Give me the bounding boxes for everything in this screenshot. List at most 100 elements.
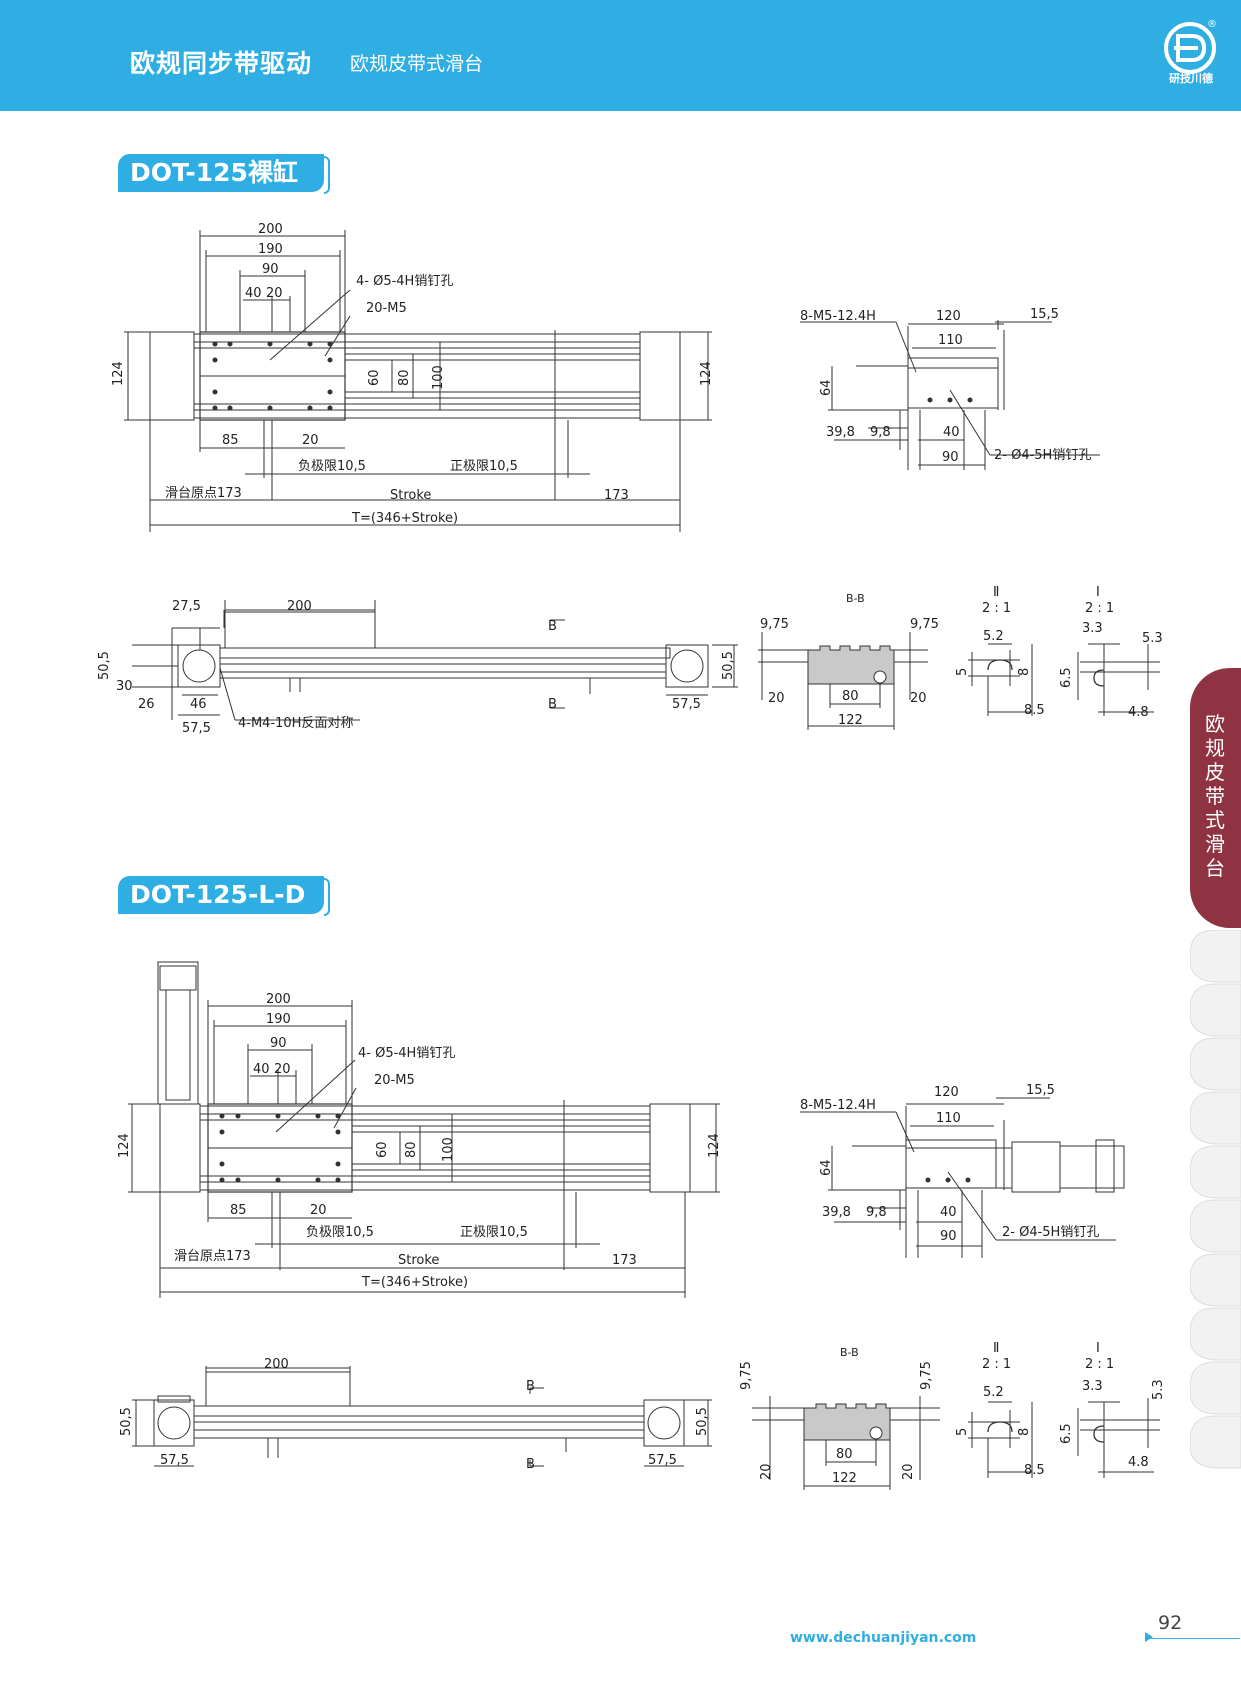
detail-i-1 <box>1077 643 1160 716</box>
section-bb-2-labels: B-B 9,75 9,75 20 20 80 122 <box>739 1346 934 1486</box>
dim-20: 20 <box>266 286 283 301</box>
section-title-2: DOT-125-L-D <box>118 876 324 914</box>
dim-80: 80 <box>836 1447 853 1462</box>
dim-50-5-left: 50,5 <box>119 1407 134 1436</box>
dim-60: 60 <box>375 1141 390 1158</box>
section-bb-1-labels: B-B 9,75 9,75 20 20 80 122 <box>760 592 939 728</box>
dim-85: 85 <box>222 433 239 448</box>
dim-3-3: 3.3 <box>1082 1379 1103 1394</box>
dim-39-8: 39,8 <box>826 425 855 440</box>
detail-ii-scale: 2 : 1 <box>982 1357 1011 1372</box>
dim-110: 110 <box>938 333 963 348</box>
end-view-1 <box>800 320 1100 470</box>
dim-20-left: 20 <box>759 1463 774 1480</box>
dim-5-3: 5.3 <box>1142 631 1163 646</box>
dim-9-75-left: 9,75 <box>739 1361 754 1390</box>
b-mark-bottom: B <box>548 697 557 712</box>
dim-20-left: 20 <box>768 691 785 706</box>
dim-39-8: 39,8 <box>822 1205 851 1220</box>
neg-limit-label: 负极限10,5 <box>298 459 366 474</box>
drawing-set-1: 200 190 90 40 20 4- Ø5-4H销钉孔 20-M5 124 1… <box>97 222 1163 736</box>
b-mark-bottom: B <box>526 1457 535 1472</box>
dim-64: 64 <box>819 379 834 396</box>
dim-122: 122 <box>838 713 863 728</box>
page-number: 92 <box>1158 1612 1183 1634</box>
dim-20: 20 <box>274 1062 291 1077</box>
b-mark-top: B <box>526 1379 535 1394</box>
header-subtitle: 欧规皮带式滑台 <box>350 53 484 75</box>
detail-ii-scale: 2 : 1 <box>982 601 1011 616</box>
detail-ii-1 <box>968 643 1033 716</box>
dim-30: 30 <box>116 679 133 694</box>
dim-124-right: 124 <box>707 1133 722 1158</box>
dim-9-75-left: 9,75 <box>760 617 789 632</box>
detail-ii-title: Ⅱ <box>993 585 999 600</box>
section-bb-title: B-B <box>846 592 865 605</box>
detail-i-1-labels: Ⅰ 2 : 1 3.3 5.3 6.5 4.8 <box>1059 585 1163 720</box>
dim-20-right: 20 <box>901 1463 916 1480</box>
dim-5-3: 5.3 <box>1151 1379 1166 1400</box>
drawing-set-2: 200 190 90 40 20 4- Ø5-4H销钉孔 20-M5 124 1… <box>117 961 1166 1490</box>
dim-124-left: 124 <box>111 361 126 386</box>
dim-6-5: 6.5 <box>1059 667 1074 688</box>
dim-8: 8 <box>1017 668 1032 676</box>
holes-label: 4-M4-10H反面对称 <box>238 716 353 731</box>
side-view-2 <box>132 1366 712 1467</box>
dim-173: 173 <box>604 488 629 503</box>
origin-label: 滑台原点173 <box>174 1249 251 1264</box>
dim-9-75-right: 9,75 <box>910 617 939 632</box>
origin-label: 滑台原点173 <box>165 486 242 501</box>
dim-15-5: 15,5 <box>1030 307 1059 322</box>
dim-100: 100 <box>431 365 446 390</box>
dim-15-5: 15,5 <box>1026 1083 1055 1098</box>
website-link[interactable]: www.dechuanjiyan.com <box>790 1630 977 1646</box>
dim-4-8: 4.8 <box>1128 705 1149 720</box>
dim-60: 60 <box>367 369 382 386</box>
pins-label: 2- Ø4-5H销钉孔 <box>994 448 1091 463</box>
dim-26: 26 <box>138 697 155 712</box>
section-bb-1 <box>758 632 928 730</box>
dim-9-8: 9,8 <box>870 425 891 440</box>
dim-80: 80 <box>842 689 859 704</box>
total-length-label: T=(346+Stroke) <box>351 511 458 526</box>
dim-90: 90 <box>940 1229 957 1244</box>
dim-50-5-right: 50,5 <box>721 651 736 680</box>
dim-20-right: 20 <box>910 691 927 706</box>
detail-i-scale: 2 : 1 <box>1085 1357 1114 1372</box>
dim-80: 80 <box>397 369 412 386</box>
section-title-1: DOT-125裸缸 <box>118 154 324 192</box>
dim-190: 190 <box>266 1012 291 1027</box>
pulley-left-icon <box>157 1406 191 1440</box>
dim-5: 5 <box>955 1428 970 1436</box>
pins-label: 2- Ø4-5H销钉孔 <box>1002 1225 1099 1240</box>
stroke-label: Stroke <box>398 1253 439 1268</box>
pin-holes-label: 4- Ø5-4H销钉孔 <box>356 274 453 289</box>
dim-57-5-right: 57,5 <box>672 697 701 712</box>
dim-40: 40 <box>940 1205 957 1220</box>
dim-5: 5 <box>955 668 970 676</box>
pos-limit-label: 正极限10,5 <box>450 459 518 474</box>
m5-label: 20-M5 <box>374 1073 415 1088</box>
pin-holes-label: 4- Ø5-4H销钉孔 <box>358 1046 455 1061</box>
dim-27-5: 27,5 <box>172 599 201 614</box>
dim-122: 122 <box>832 1471 857 1486</box>
pulley-right-icon <box>647 1406 681 1440</box>
dim-85: 85 <box>230 1203 247 1218</box>
dim-200: 200 <box>266 992 291 1007</box>
detail-i-title: Ⅰ <box>1096 1341 1100 1356</box>
page-header: 欧规同步带驱动 欧规皮带式滑台 研技川德 ® <box>0 0 1241 111</box>
dim-8: 8 <box>1017 1428 1032 1436</box>
pulley-left-icon <box>182 649 216 683</box>
section-bb-2 <box>752 1396 940 1490</box>
dim-110: 110 <box>936 1111 961 1126</box>
total-length-label: T=(346+Stroke) <box>361 1275 468 1290</box>
dim-9-75-right: 9,75 <box>919 1361 934 1390</box>
screws-label: 8-M5-12.4H <box>800 309 876 324</box>
dim-173: 173 <box>612 1253 637 1268</box>
dim-80: 80 <box>404 1141 419 1158</box>
dim-124-left: 124 <box>117 1133 132 1158</box>
detail-ii-2-labels: Ⅱ 2 : 1 5.2 5 8 8.5 <box>955 1341 1045 1478</box>
dim-4-8: 4.8 <box>1128 1455 1149 1470</box>
dim-40: 40 <box>253 1062 270 1077</box>
dim-200: 200 <box>287 599 312 614</box>
